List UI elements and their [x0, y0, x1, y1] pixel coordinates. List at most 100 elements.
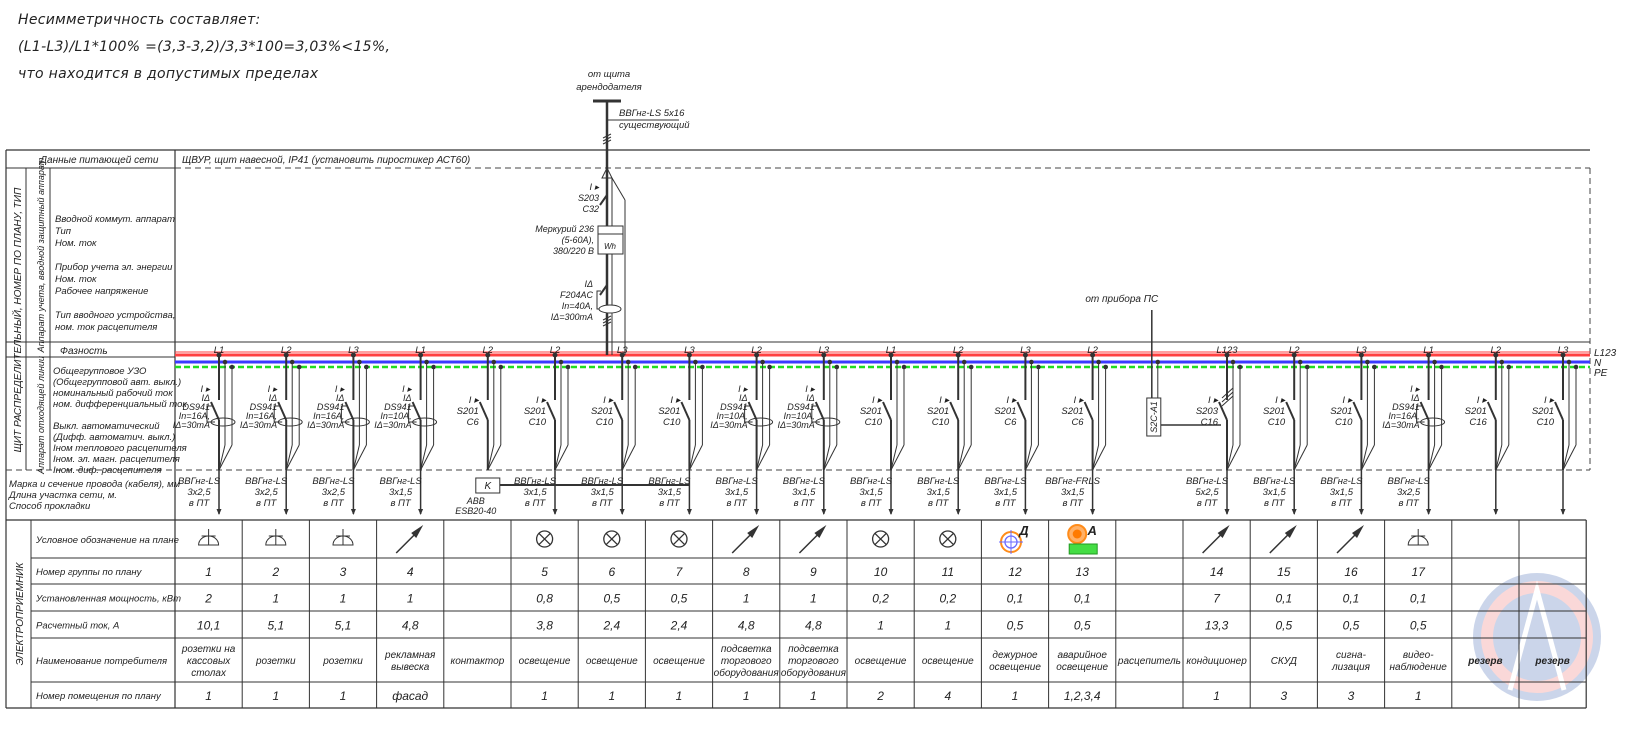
cable-label: 5х2,5 — [1195, 487, 1219, 498]
cell-current: 0,5 — [1275, 619, 1292, 633]
breaker-label: I ▸ — [805, 384, 816, 394]
meter-label: Меркурий 236 — [535, 224, 594, 234]
phase-label-l2: L2 — [483, 345, 494, 356]
breaker-label: I ▸ — [1074, 395, 1085, 406]
cable-label: в ПТ — [995, 498, 1016, 509]
outgoing-section-label: (Общегрупповой авт. выкл.) — [53, 377, 181, 388]
cable-arrow-icon — [1224, 509, 1230, 515]
cable-label: ВВГнг-LS — [312, 476, 355, 487]
neutral-conductor-join — [1092, 444, 1100, 471]
outgoing-section-label: Выкл. автоматический — [53, 421, 160, 432]
cable-label: ВВГнг-LS — [1186, 476, 1229, 487]
breaker-label: I ▸ — [939, 395, 950, 406]
cable-label: ВВГнг-LS — [1388, 476, 1431, 487]
pe-conductor-join — [1495, 444, 1510, 471]
consumer-name: расцепитель — [1117, 656, 1181, 667]
cable-label: в ПТ — [659, 498, 680, 509]
note-line-2: (L1-L3)/L1*100% =(3,3-3,2)/3,3*100=3,03%… — [18, 39, 391, 55]
cell-current: 1 — [944, 619, 951, 633]
cable-arrow-icon — [1090, 509, 1096, 515]
phase-label-l2: L2 — [281, 345, 292, 356]
outgoing-section-label: Iном. диф. расцепителя — [53, 465, 162, 476]
cell-group: 17 — [1412, 565, 1427, 579]
lamp-icon — [871, 530, 890, 548]
neutral-conductor-join — [1226, 444, 1234, 471]
three-pole-tick — [1221, 391, 1234, 403]
arrow-outlet-icon — [1336, 525, 1364, 554]
breaker-label: In=16A, — [313, 411, 344, 421]
breaker-contact — [1419, 401, 1430, 421]
cell-group: 16 — [1344, 565, 1358, 579]
cable-label: ВВГнг-LS — [178, 476, 221, 487]
main-breaker-label: C32 — [582, 204, 599, 214]
lamp-icon-cross — [672, 532, 686, 546]
consumer-name: подсветка — [721, 644, 772, 655]
outgoing-section-label: (Дифф. автоматич. выкл.) — [53, 432, 175, 443]
phase-label-l3: L3 — [1020, 345, 1031, 356]
cable-label: в ПТ — [726, 498, 747, 509]
feeder-cable-label: ВВГнг-LS 5х16 — [619, 108, 685, 119]
rcd-current-transformer — [815, 417, 841, 427]
neutral-conductor-join — [1360, 444, 1368, 471]
phase-label-l2: L2 — [751, 345, 762, 356]
breaker-label: C10 — [1537, 417, 1555, 428]
breaker-label: C6 — [1004, 417, 1017, 428]
exit-sign-icon — [1068, 543, 1098, 555]
breaker-label: C16 — [1201, 417, 1219, 428]
breaker-contact — [1218, 401, 1228, 421]
pe-conductor-join — [756, 444, 771, 471]
input-section-label: Вводной коммут. аппарат — [55, 214, 175, 225]
breaker-label: C6 — [1071, 417, 1084, 428]
breaker-label: DS941 — [182, 402, 210, 412]
pe-conductor-join — [688, 444, 703, 471]
wire-count-tick — [602, 315, 612, 321]
breaker-label: S201 — [658, 406, 680, 417]
cell-room: 4 — [944, 689, 951, 703]
arrow-outlet-head — [1284, 525, 1297, 538]
socket-icon — [198, 529, 220, 546]
cell-power: 1 — [810, 592, 817, 606]
consumer-name: розетки — [255, 656, 296, 667]
breaker-contact — [747, 401, 758, 421]
cell-power: 0,5 — [603, 592, 620, 606]
breaker-label: S201 — [1532, 406, 1554, 417]
breaker-label: C10 — [529, 417, 547, 428]
arrow-outlet-head — [411, 525, 424, 538]
breaker-label: I ▸ — [402, 384, 413, 394]
breaker-label: I ▸ — [335, 384, 346, 394]
breaker-label: S201 — [860, 406, 882, 417]
breaker-label: C10 — [1268, 417, 1286, 428]
cable-label: в ПТ — [256, 498, 277, 509]
cable-label: в ПТ — [1331, 498, 1352, 509]
cell-room: фасад — [392, 689, 428, 703]
breaker-contact — [1016, 401, 1027, 421]
cable-label: ВВГнг-LS — [783, 476, 826, 487]
consumer-name: наблюдение — [1390, 661, 1448, 673]
source-label: арендодателя — [576, 82, 641, 93]
cell-current: 2,4 — [602, 619, 620, 633]
neutral-conductor-join — [688, 444, 696, 471]
breaker-label: In=10A, — [380, 411, 411, 421]
pe-conductor-join — [218, 444, 233, 471]
main-rcd-transformer — [598, 304, 622, 314]
standby-light-icon — [999, 530, 1023, 554]
cell-room: 1 — [1213, 689, 1220, 703]
cell-group: 14 — [1210, 565, 1224, 579]
breaker-label: DS941 — [250, 402, 278, 412]
cell-room: 3 — [1348, 689, 1355, 703]
cable-label: 3х1,5 — [523, 487, 547, 498]
cell-power: 0,2 — [939, 592, 956, 606]
main-breaker-label: I ▸ — [589, 182, 600, 192]
cell-power: 1 — [407, 592, 414, 606]
cell-group: 13 — [1076, 565, 1090, 579]
consumer-row-label: Номер группы по плану — [36, 567, 143, 578]
breaker-contact — [680, 401, 691, 421]
neutral-conductor-join — [957, 444, 965, 471]
cell-current: 1 — [877, 619, 884, 633]
breaker-contact — [277, 401, 288, 421]
bus-label-pe: PE — [1594, 368, 1608, 379]
contactor-model: ABB — [466, 496, 485, 506]
breaker-label: IΔ — [1411, 393, 1420, 403]
pe-conductor-join — [957, 444, 972, 471]
panel-side-title: ЩИТ РАСПРЕДЕЛИТЕЛЬНЫЙ, НОМЕР ПО ПЛАНУ, Т… — [11, 187, 24, 452]
